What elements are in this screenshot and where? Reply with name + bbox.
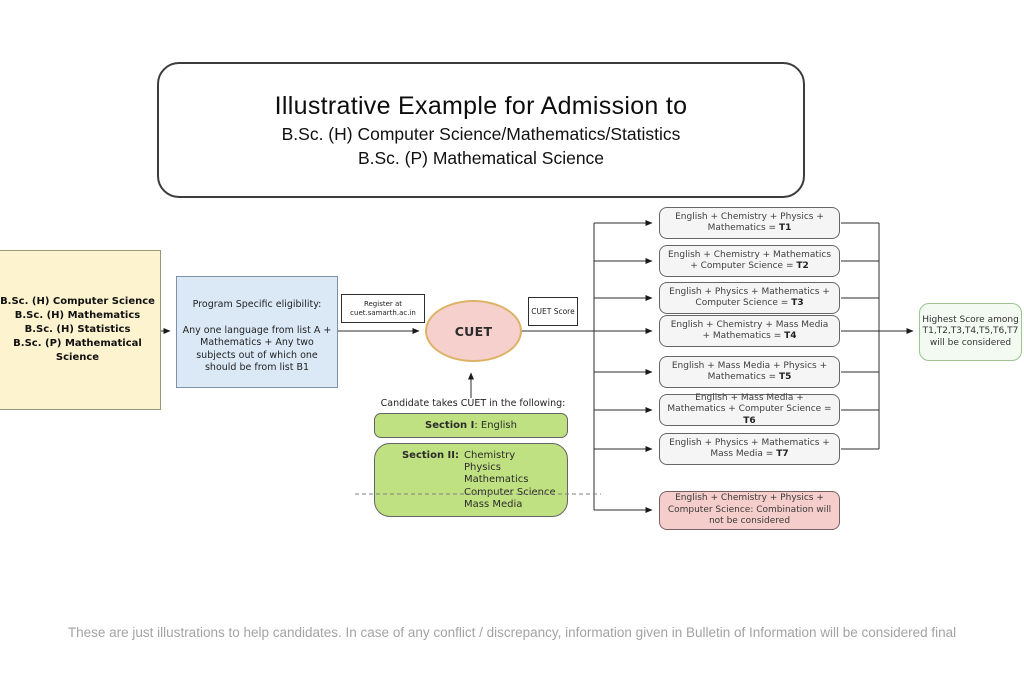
program-line: B.Sc. (P) Mathematical Science bbox=[13, 338, 142, 363]
program-line: B.Sc. (H) Mathematics bbox=[14, 310, 141, 321]
invalid-combo-text: English + Chemistry + Physics + Computer… bbox=[667, 493, 832, 527]
cuet-score-node: CUET Score bbox=[528, 297, 578, 326]
programs-node: B.Sc. (H) Computer Science B.Sc. (H) Mat… bbox=[0, 250, 161, 410]
section2-item: Physics bbox=[464, 462, 501, 474]
combo-t3-node: English + Physics + Mathematics + Comput… bbox=[659, 282, 840, 314]
eligibility-title: Program Specific eligibility: bbox=[192, 299, 322, 310]
section2-item: Mathematics bbox=[464, 474, 529, 486]
candidate-note: Candidate takes CUET in the following: bbox=[380, 398, 566, 409]
combo-t5-node: English + Mass Media + Physics + Mathema… bbox=[659, 356, 840, 388]
combo-t1-node: English + Chemistry + Physics + Mathemat… bbox=[659, 207, 840, 239]
eligibility-line: subjects out of which one bbox=[196, 349, 318, 361]
section2-item: Chemistry bbox=[464, 450, 516, 461]
section2-items: Chemistry Physics Mathematics Computer S… bbox=[464, 450, 556, 516]
combo-t4-node: English + Chemistry + Mass Media + Mathe… bbox=[659, 315, 840, 347]
cuet-score-label: CUET Score bbox=[531, 307, 575, 316]
section2-item: Mass Media bbox=[464, 498, 523, 510]
section2-label: Section II: bbox=[401, 450, 459, 461]
program-line: B.Sc. (H) Statistics bbox=[24, 324, 131, 335]
eligibility-line: Any one language from list A + bbox=[182, 324, 332, 336]
section2-node: Section II: Chemistry Physics Mathematic… bbox=[374, 443, 568, 517]
cuet-label: CUET bbox=[454, 323, 493, 339]
eligibility-line: Mathematics + Any two bbox=[200, 337, 314, 348]
combo-t2-node: English + Chemistry + Mathematics + Comp… bbox=[659, 245, 840, 277]
register-node: Register at cuet.samarth.ac.in bbox=[341, 294, 425, 323]
section1-separator: : bbox=[474, 420, 478, 431]
section1-node: Section I: English bbox=[374, 413, 568, 438]
result-line2: T1,T2,T3,T4,T5,T6,T7 bbox=[922, 326, 1019, 337]
invalid-combo-node: English + Chemistry + Physics + Computer… bbox=[659, 491, 840, 530]
combo-t6-node: English + Mass Media + Mathematics + Com… bbox=[659, 393, 840, 426]
title-box: Illustrative Example for Admission to B.… bbox=[157, 62, 805, 198]
program-line: B.Sc. (H) Computer Science bbox=[0, 296, 155, 307]
result-line1: Highest Score among bbox=[922, 314, 1019, 325]
eligibility-line: should be from list B1 bbox=[204, 362, 310, 373]
title-subtitle-2: B.Sc. (P) Mathematical Science bbox=[357, 147, 605, 168]
page-title: Illustrative Example for Admission to bbox=[274, 91, 688, 120]
section1-value: English bbox=[480, 420, 517, 431]
title-subtitle-1: B.Sc. (H) Computer Science/Mathematics/S… bbox=[281, 123, 681, 144]
result-line3: will be considered bbox=[929, 337, 1012, 348]
cuet-node: CUET bbox=[425, 300, 522, 362]
register-line1: Register at bbox=[363, 299, 403, 308]
footer-disclaimer: These are just illustrations to help can… bbox=[67, 625, 957, 640]
eligibility-node: Program Specific eligibility: Any one la… bbox=[176, 276, 338, 388]
section2-item: Computer Science bbox=[464, 486, 556, 498]
result-node: Highest Score among T1,T2,T3,T4,T5,T6,T7… bbox=[919, 303, 1022, 361]
combo-t7-node: English + Physics + Mathematics + Mass M… bbox=[659, 433, 840, 465]
section1-label: Section I bbox=[425, 420, 475, 431]
register-line2: cuet.samarth.ac.in bbox=[350, 308, 416, 317]
